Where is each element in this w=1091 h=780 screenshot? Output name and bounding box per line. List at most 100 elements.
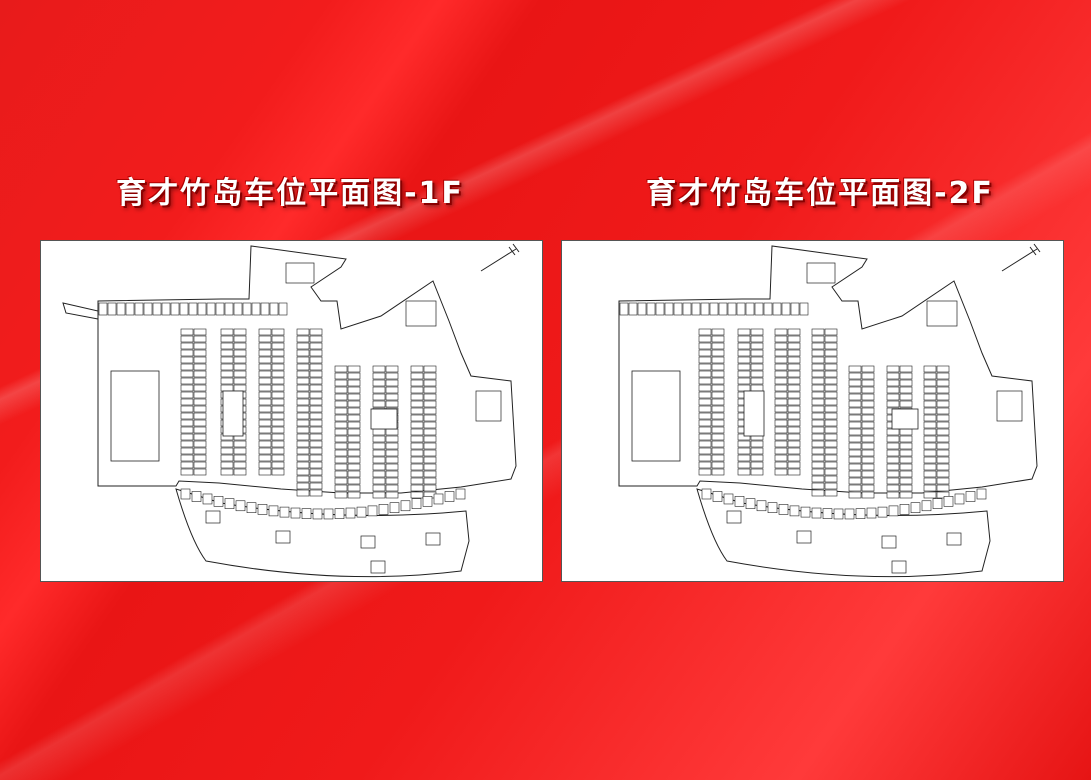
parking-stall [296, 356, 310, 364]
parking-stall [220, 328, 234, 336]
parking-stall [372, 435, 386, 443]
parking-stall [309, 433, 323, 441]
parking-stall [787, 419, 801, 427]
parking-stall [976, 488, 987, 500]
parking-stall [774, 433, 788, 441]
parking-stall [385, 372, 399, 380]
parking-stall [861, 470, 875, 478]
parking-stall [861, 372, 875, 380]
parking-stall [116, 302, 126, 316]
parking-stall [271, 391, 285, 399]
parking-stall [296, 342, 310, 350]
parking-stall [866, 507, 877, 519]
parking-stall [233, 370, 247, 378]
parking-stall [400, 500, 411, 512]
parking-stall [799, 302, 809, 316]
parking-stall [737, 363, 751, 371]
parking-stall [899, 428, 913, 436]
room [891, 560, 907, 574]
parking-stall [385, 456, 399, 464]
parking-stall [180, 461, 194, 469]
parking-stall [309, 363, 323, 371]
parking-stall [271, 363, 285, 371]
parking-stall [844, 508, 855, 520]
parking-stall [698, 370, 712, 378]
parking-stall [347, 442, 361, 450]
room [475, 390, 502, 422]
parking-stall [811, 433, 825, 441]
core-block [110, 370, 160, 462]
parking-stall [811, 405, 825, 413]
parking-stall [296, 363, 310, 371]
parking-stall [296, 440, 310, 448]
parking-stall [296, 447, 310, 455]
room [370, 560, 386, 574]
core-block [370, 408, 398, 430]
core-block [222, 390, 244, 437]
room [405, 300, 437, 327]
room [946, 532, 962, 546]
parking-stall [711, 398, 725, 406]
parking-stall [180, 440, 194, 448]
parking-stall [886, 400, 900, 408]
parking-stall [296, 384, 310, 392]
parking-stall [334, 484, 348, 492]
parking-stall [193, 356, 207, 364]
parking-stall [372, 477, 386, 485]
parking-stall [886, 393, 900, 401]
parking-stall [385, 435, 399, 443]
parking-stall [750, 384, 764, 392]
parking-stall [258, 363, 272, 371]
parking-stall [737, 377, 751, 385]
parking-stall [774, 419, 788, 427]
parking-stall [899, 386, 913, 394]
parking-stall [712, 491, 723, 502]
parking-stall [861, 407, 875, 415]
room [205, 510, 221, 524]
parking-stall [224, 302, 234, 316]
parking-stall [711, 384, 725, 392]
room [285, 262, 315, 284]
parking-stall [193, 419, 207, 427]
parking-stall [258, 391, 272, 399]
parking-stall [385, 400, 399, 408]
parking-stall [848, 491, 862, 499]
parking-stall [206, 302, 216, 316]
parking-stall [877, 506, 888, 518]
parking-stall [258, 426, 272, 434]
parking-stall [372, 372, 386, 380]
parking-stall [861, 491, 875, 499]
parking-stall [347, 484, 361, 492]
parking-stall [193, 447, 207, 455]
parking-stall [848, 456, 862, 464]
parking-stall [774, 468, 788, 476]
parking-stall [347, 435, 361, 443]
parking-stall [309, 370, 323, 378]
parking-stall [698, 356, 712, 364]
parking-stall [385, 463, 399, 471]
parking-stall [923, 365, 937, 373]
parking-stall [233, 335, 247, 343]
parking-stall [372, 379, 386, 387]
parking-stall [833, 508, 844, 520]
parking-stall [848, 393, 862, 401]
parking-stall [698, 426, 712, 434]
parking-stall [936, 449, 950, 457]
parking-stall [180, 426, 194, 434]
parking-stall [711, 412, 725, 420]
parking-stall [334, 442, 348, 450]
parking-stall [861, 379, 875, 387]
parking-stall [296, 412, 310, 420]
parking-stall [309, 412, 323, 420]
parking-stall [143, 302, 153, 316]
parking-stall [774, 370, 788, 378]
parking-stall [347, 470, 361, 478]
parking-stall [711, 426, 725, 434]
parking-stall [309, 391, 323, 399]
parking-stall [899, 442, 913, 450]
floor-2-plan-drawing [618, 243, 1041, 578]
parking-stall [800, 506, 811, 518]
parking-stall [385, 386, 399, 394]
parking-stall [372, 400, 386, 408]
parking-stall [698, 405, 712, 413]
